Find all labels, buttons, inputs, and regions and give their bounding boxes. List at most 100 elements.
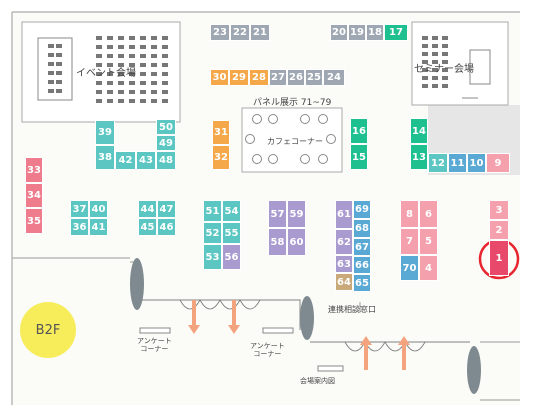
chair: [118, 36, 124, 40]
chair: [107, 99, 113, 103]
chair: [140, 72, 146, 76]
booth-68: 68: [353, 219, 371, 238]
booth-32: 32: [212, 145, 230, 170]
cafe-table: [268, 154, 278, 164]
chair: [162, 45, 168, 49]
cafe-table: [268, 114, 278, 124]
booth-33: 33: [25, 157, 43, 183]
booth-63: 63: [335, 255, 353, 273]
floor-badge-text: B2F: [35, 322, 61, 338]
chair: [162, 90, 168, 94]
booth-52: 52: [203, 222, 222, 244]
chair: [432, 84, 438, 88]
chair: [140, 54, 146, 58]
booth-28: 28: [249, 69, 269, 86]
chair: [442, 84, 448, 88]
chair: [48, 89, 54, 93]
booth-62: 62: [335, 229, 353, 255]
chair: [96, 36, 102, 40]
chair: [432, 36, 438, 40]
chair: [96, 54, 102, 58]
chair: [140, 99, 146, 103]
chair: [432, 76, 438, 80]
chair: [422, 76, 428, 80]
chair: [48, 71, 54, 75]
cafe-table: [326, 134, 336, 144]
chair: [442, 36, 448, 40]
booth-36: 36: [70, 218, 89, 236]
chair: [162, 99, 168, 103]
chair: [107, 81, 113, 85]
cafe-table: [252, 114, 262, 124]
chair: [422, 84, 428, 88]
chair: [442, 52, 448, 56]
seminar-hall-label: セミナー会場: [414, 64, 474, 75]
booth-49: 49: [156, 135, 176, 151]
chair: [129, 36, 135, 40]
chair: [151, 72, 157, 76]
chair: [118, 99, 124, 103]
booth-48: 48: [156, 151, 176, 170]
booth-69: 69: [353, 200, 371, 219]
chair: [442, 44, 448, 48]
cafe-table: [245, 134, 255, 144]
booth-7: 7: [400, 228, 419, 255]
booth-50: 50: [156, 119, 176, 135]
chair: [56, 53, 62, 57]
booth-30: 30: [210, 69, 229, 86]
chair: [56, 80, 62, 84]
booth-46: 46: [157, 218, 176, 236]
panel-exhibit-label: パネル展示 71~79: [253, 98, 332, 108]
chair: [107, 90, 113, 94]
booth-54: 54: [222, 200, 241, 222]
venue-guide-label: 会場案内図: [300, 377, 335, 385]
booth-26: 26: [287, 69, 305, 86]
chair: [140, 45, 146, 49]
chair: [129, 99, 135, 103]
booth-70: 70: [400, 255, 419, 281]
booth-44: 44: [138, 200, 157, 218]
booth-65: 65: [353, 274, 371, 292]
chair: [422, 36, 428, 40]
chair: [162, 81, 168, 85]
chair: [432, 68, 438, 72]
booth-20: 20: [330, 24, 348, 41]
booth-25: 25: [305, 69, 323, 86]
booth-18: 18: [366, 24, 384, 41]
booth-12: 12: [428, 153, 448, 173]
cafe-table: [318, 114, 328, 124]
chair: [118, 90, 124, 94]
chair: [118, 72, 124, 76]
booth-39: 39: [95, 120, 115, 145]
booth-19: 19: [348, 24, 366, 41]
booth-29: 29: [229, 69, 249, 86]
chair: [129, 45, 135, 49]
chair: [56, 44, 62, 48]
event-hall-label: イベント会場: [76, 68, 136, 79]
chair: [48, 62, 54, 66]
chair: [442, 60, 448, 64]
booth-2: 2: [489, 220, 509, 240]
survey-corner-label-1: アンケート コーナー: [137, 337, 172, 353]
chair: [96, 72, 102, 76]
booth-23: 23: [210, 24, 230, 41]
booth-1: 1: [489, 240, 509, 276]
chair: [151, 99, 157, 103]
chair: [151, 45, 157, 49]
booth-56: 56: [222, 244, 241, 270]
chair: [129, 72, 135, 76]
booth-67: 67: [353, 238, 371, 256]
booth-42: 42: [115, 151, 136, 170]
booth-66: 66: [353, 256, 371, 274]
floor-badge: B2F: [20, 302, 76, 358]
chair: [140, 81, 146, 85]
chair: [151, 81, 157, 85]
chair: [56, 62, 62, 66]
chair: [140, 90, 146, 94]
chair: [107, 45, 113, 49]
chair: [151, 36, 157, 40]
chair: [96, 99, 102, 103]
booth-35: 35: [25, 208, 43, 234]
booth-61: 61: [335, 200, 353, 229]
